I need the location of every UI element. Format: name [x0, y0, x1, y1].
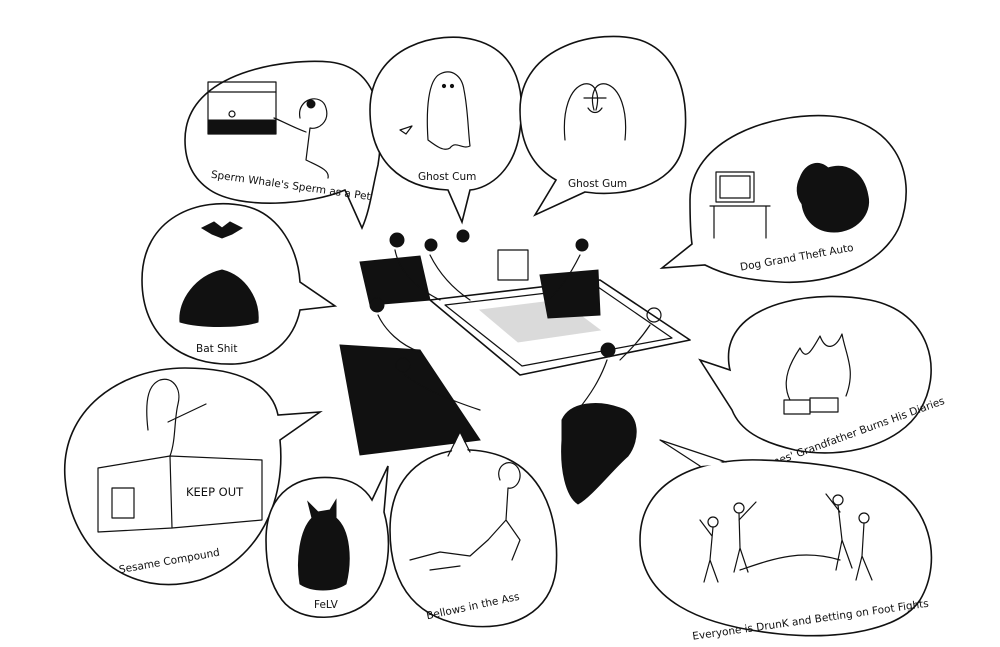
bubble-foot-fights: Everyone is DrunK and Betting on Foot Fi…: [639, 439, 933, 643]
faces-drawing: [563, 83, 627, 141]
bat-pile-drawing: [179, 221, 259, 327]
bubble-ghost-gum: Ghost Gum: [519, 35, 687, 217]
caption-bat-shit: Bat Shit: [196, 343, 237, 355]
fighters-drawing: [699, 493, 873, 583]
compound-drawing: [97, 378, 263, 533]
fire-books-drawing: [783, 333, 851, 415]
party-people: [369, 229, 662, 411]
bubble-dog-gta: Dog Grand Theft Auto: [659, 114, 907, 284]
sign-keep-out: KEEP OUT: [186, 485, 244, 499]
cat-drawing: [298, 498, 350, 591]
caption-ghost-cum: Ghost Cum: [418, 171, 476, 183]
bubble-felv: FeLV: [265, 465, 390, 618]
caption-ghost-gum: Ghost Gum: [568, 178, 627, 190]
central-party-scene: [339, 229, 691, 505]
bubble-sperm-whale: Sperm Whale's Sperm as a Pet: [184, 60, 382, 230]
bubble-ghost-cum: Ghost Cum: [369, 36, 523, 225]
fish-tank-drawing: [207, 81, 329, 179]
bubble-diaries: James' Grandfather Burns His Diaries: [698, 295, 946, 473]
bubble-bellows: Bellows in the Ass: [389, 431, 558, 628]
bubble-sesame: KEEP OUT Sesame Compound: [64, 367, 323, 586]
ghost-drawing: [399, 71, 471, 150]
caption-felv: FeLV: [314, 599, 339, 611]
bellows-drawing: [409, 462, 521, 571]
bubble-bat-shit: Bat Shit: [141, 202, 338, 365]
computer-dog-drawing: [709, 162, 870, 239]
